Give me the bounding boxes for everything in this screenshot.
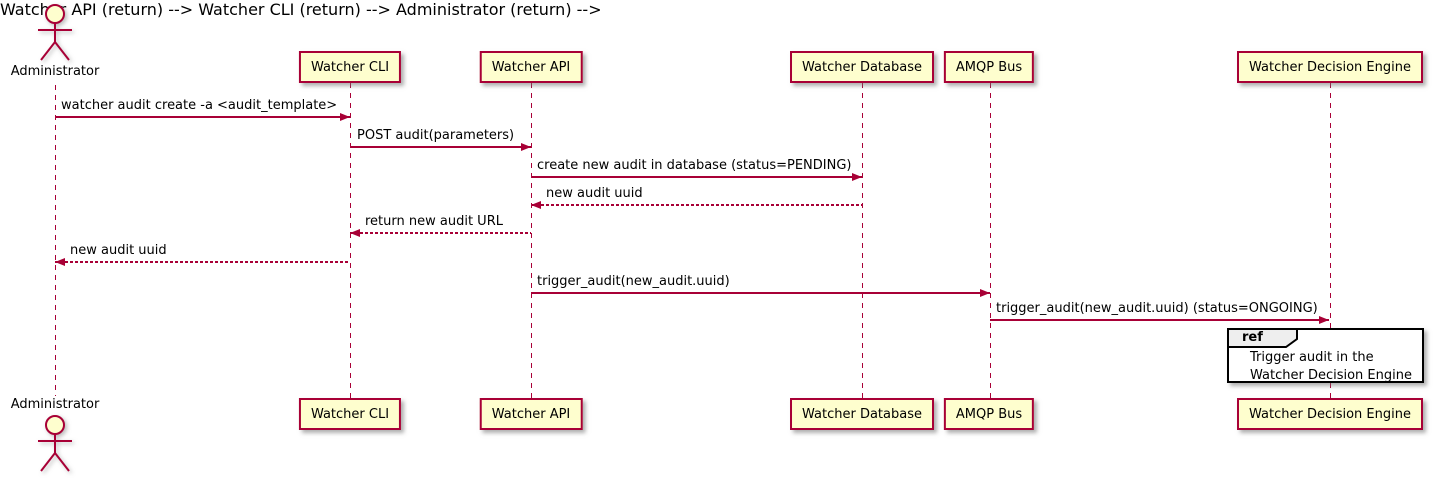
participant-watcher-api-bottom: Watcher API <box>479 398 583 430</box>
message-label: new audit uuid <box>546 186 643 201</box>
arrowhead-icon <box>1319 316 1329 324</box>
participant-watcher-decision-engine-top: Watcher Decision Engine <box>1237 51 1423 83</box>
lifeline-watcher-database <box>862 83 863 398</box>
lifeline-watcher-decision-engine <box>1330 83 1331 398</box>
message-line <box>531 292 990 294</box>
participant-watcher-database-top: Watcher Database <box>790 51 934 83</box>
arrowhead-icon <box>980 289 990 297</box>
message-label: POST audit(parameters) <box>357 128 515 143</box>
participant-watcher-cli-top: Watcher CLI <box>298 51 402 83</box>
participant-amqp-bus-top: AMQP Bus <box>943 51 1035 83</box>
participant-watcher-api-top: Watcher API <box>479 51 583 83</box>
message-label: watcher audit create -a <audit_template> <box>61 98 338 113</box>
participant-watcher-database-bottom: Watcher Database <box>790 398 934 430</box>
arrowhead-icon <box>340 113 350 121</box>
message-line <box>55 116 350 118</box>
arrowhead-icon <box>521 143 531 151</box>
message-line <box>531 204 862 206</box>
arrowhead-icon <box>55 258 65 266</box>
message-line <box>990 319 1329 321</box>
participant-amqp-bus-bottom: AMQP Bus <box>943 398 1035 430</box>
ref-keyword: ref <box>1242 330 1263 345</box>
message-label: trigger_audit(new_audit.uuid) <box>537 274 730 289</box>
ref-content-line1: Trigger audit in the <box>1250 350 1374 365</box>
lifeline-watcher-cli <box>350 83 351 398</box>
message-label: trigger_audit(new_audit.uuid) (status=ON… <box>996 301 1318 316</box>
arrowhead-icon <box>350 229 360 237</box>
lifeline-watcher-api <box>531 83 532 398</box>
actor-icon <box>38 415 72 472</box>
ref-fragment: ref Trigger audit in the Watcher Decisio… <box>1227 328 1424 383</box>
participant-watcher-decision-engine-bottom: Watcher Decision Engine <box>1237 398 1423 430</box>
ref-content: Trigger audit in the Watcher Decision En… <box>1250 349 1412 385</box>
lifeline-administrator <box>55 85 56 396</box>
message-line <box>350 232 531 234</box>
message-line <box>531 176 862 178</box>
lifeline-amqp-bus <box>990 83 991 398</box>
message-label: new audit uuid <box>70 243 167 258</box>
arrowhead-icon <box>852 173 862 181</box>
participant-watcher-cli-bottom: Watcher CLI <box>298 398 402 430</box>
message-line <box>55 261 350 263</box>
arrowhead-icon <box>531 201 541 209</box>
actor-label-bottom: Administrator <box>10 397 100 412</box>
ref-content-line2: Watcher Decision Engine <box>1250 368 1412 383</box>
message-label: create new audit in database (status=PEN… <box>537 158 852 173</box>
ref-tab-icon <box>1227 328 1298 348</box>
message-label: return new audit URL <box>365 214 503 229</box>
actor-icon <box>38 4 72 61</box>
actor-label-top: Administrator <box>10 64 100 79</box>
message-line <box>350 146 531 148</box>
